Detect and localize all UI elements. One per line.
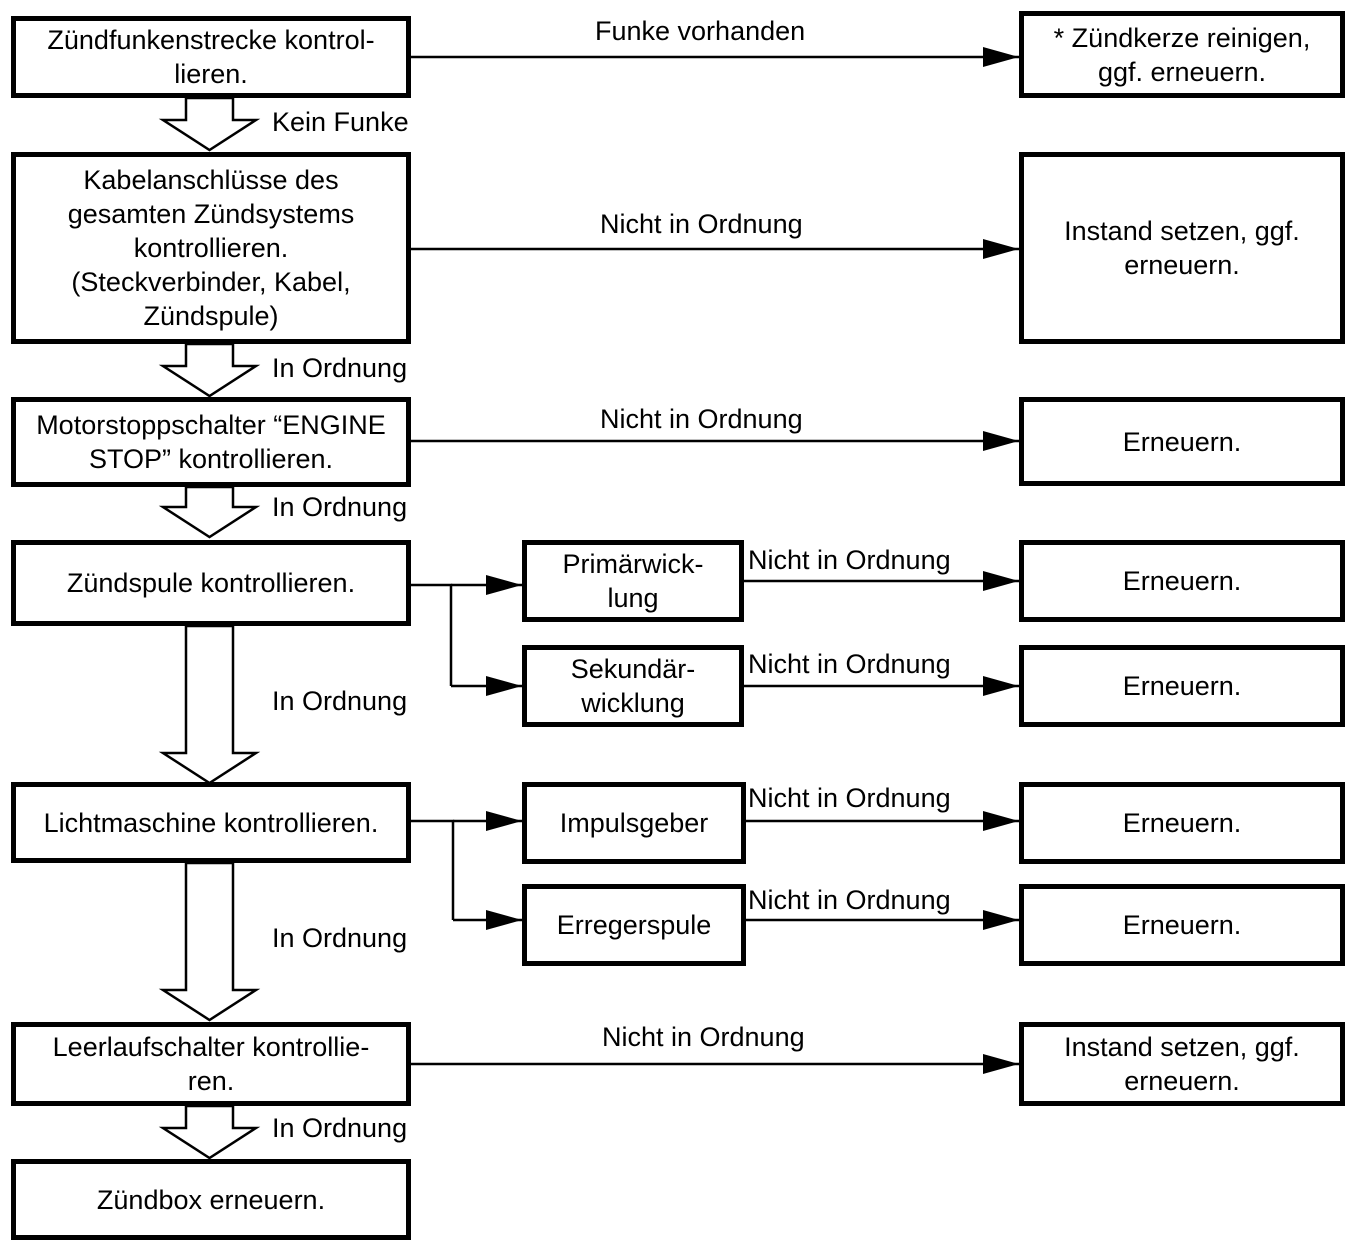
check-primary-winding: Primärwick-lung	[522, 540, 744, 622]
text-line: erneuern.	[1124, 250, 1240, 280]
label-ok: In Ordnung	[272, 353, 408, 383]
result-clean-spark-plug: * Zündkerze reinigen,ggf. erneuern.	[1019, 11, 1345, 98]
text-line: gesamten Zündsystems	[67, 199, 355, 229]
step-check-ignition-coil: Zündspule kontrollieren.	[11, 540, 411, 626]
text-line: Erneuern.	[1122, 566, 1242, 596]
label-no-spark: Kein Funke	[272, 107, 409, 137]
label-not-ok: Nicht in Ordnung	[600, 404, 803, 434]
text-line: * Zündkerze reinigen,	[1053, 22, 1311, 53]
check-secondary-winding: Sekundär-wicklung	[522, 645, 744, 727]
label-not-ok: Nicht in Ordnung	[748, 649, 951, 679]
text-line: STOP” kontrollieren.	[88, 444, 334, 474]
result-repair-wiring: Instand setzen, ggf. erneuern.	[1019, 152, 1345, 344]
label-ok: In Ordnung	[272, 923, 408, 953]
label-spark-present: Funke vorhanden	[595, 16, 806, 46]
branch-s5	[411, 819, 455, 920]
step-check-spark-gap: Zündfunkenstrecke kontrol-lieren.	[11, 16, 411, 98]
text-line: Kabelanschlüsse des	[83, 165, 339, 195]
text-line: Sekundär-	[570, 654, 696, 684]
check-exciter-coil: Erregerspule	[522, 884, 746, 966]
text-line: Impulsgeber	[559, 808, 709, 838]
text-line: Instand setzen, ggf.	[1064, 1032, 1300, 1062]
down-arrow-s3-s4	[158, 485, 261, 539]
label-ok: In Ordnung	[272, 1113, 408, 1143]
label-ok: In Ordnung	[272, 492, 408, 522]
down-arrow-s4-s5	[158, 624, 261, 785]
down-arrow-s6-s7	[158, 1104, 261, 1160]
down-arrow-s5-s6	[158, 861, 261, 1022]
text-line: Erregerspule	[556, 910, 712, 940]
text-line: erneuern.	[1124, 1066, 1240, 1096]
text-line: Zündspule)	[143, 301, 279, 331]
result-replace-exciter-coil: Erneuern.	[1019, 884, 1345, 966]
result-replace-pulse-generator: Erneuern.	[1019, 782, 1345, 864]
step-check-generator: Lichtmaschine kontrollieren.	[11, 782, 411, 863]
label-not-ok: Nicht in Ordnung	[602, 1022, 805, 1052]
result-replace-secondary: Erneuern.	[1019, 645, 1345, 727]
text-line: lieren.	[174, 59, 248, 89]
label-not-ok: Nicht in Ordnung	[600, 209, 803, 239]
text-line: Leerlaufschalter kontrollie-	[52, 1032, 370, 1062]
text-line: Lichtmaschine kontrollieren.	[43, 807, 379, 838]
text-line: Instand setzen, ggf.	[1064, 216, 1300, 246]
text-line: ggf. erneuern.	[1097, 56, 1267, 87]
text-line: lung	[607, 583, 659, 613]
text-line: kontrollieren.	[133, 233, 289, 263]
label-not-ok: Nicht in Ordnung	[748, 783, 951, 813]
text-line: Erneuern.	[1122, 426, 1242, 457]
text-line: Zündfunkenstrecke kontrol-	[47, 25, 375, 55]
branch-s4	[411, 583, 453, 686]
label-not-ok: Nicht in Ordnung	[748, 885, 951, 915]
text-line: Zündspule kontrollieren.	[66, 568, 356, 598]
step-check-neutral-switch: Leerlaufschalter kontrollie-ren.	[11, 1022, 411, 1106]
text-line: Motorstoppschalter “ENGINE	[36, 410, 386, 440]
step-check-engine-stop-switch: Motorstoppschalter “ENGINE STOP” kontroll…	[11, 397, 411, 487]
down-arrow-s2-s3	[158, 342, 261, 398]
label-ok: In Ordnung	[272, 686, 408, 716]
text-line: Erneuern.	[1122, 910, 1242, 940]
text-line: wicklung	[581, 688, 685, 718]
text-line: ren.	[187, 1066, 235, 1096]
step-replace-cdi: Zündbox erneuern.	[11, 1159, 411, 1240]
text-line: Erneuern.	[1122, 808, 1242, 838]
down-arrow-s1-s2	[158, 96, 261, 152]
result-replace-engine-stop: Erneuern.	[1019, 397, 1345, 486]
text-line: Zündbox erneuern.	[96, 1184, 326, 1215]
label-not-ok: Nicht in Ordnung	[748, 545, 951, 575]
text-line: (Steckverbinder, Kabel,	[71, 267, 351, 297]
result-replace-primary: Erneuern.	[1019, 540, 1345, 622]
check-pulse-generator: Impulsgeber	[522, 782, 746, 864]
text-line: Primärwick-	[562, 549, 704, 579]
text-line: Erneuern.	[1122, 671, 1242, 701]
step-check-wiring: Kabelanschlüsse des gesamten Zündsystems k…	[11, 152, 411, 344]
result-repair-neutral-switch: Instand setzen, ggf. erneuern.	[1019, 1022, 1345, 1106]
